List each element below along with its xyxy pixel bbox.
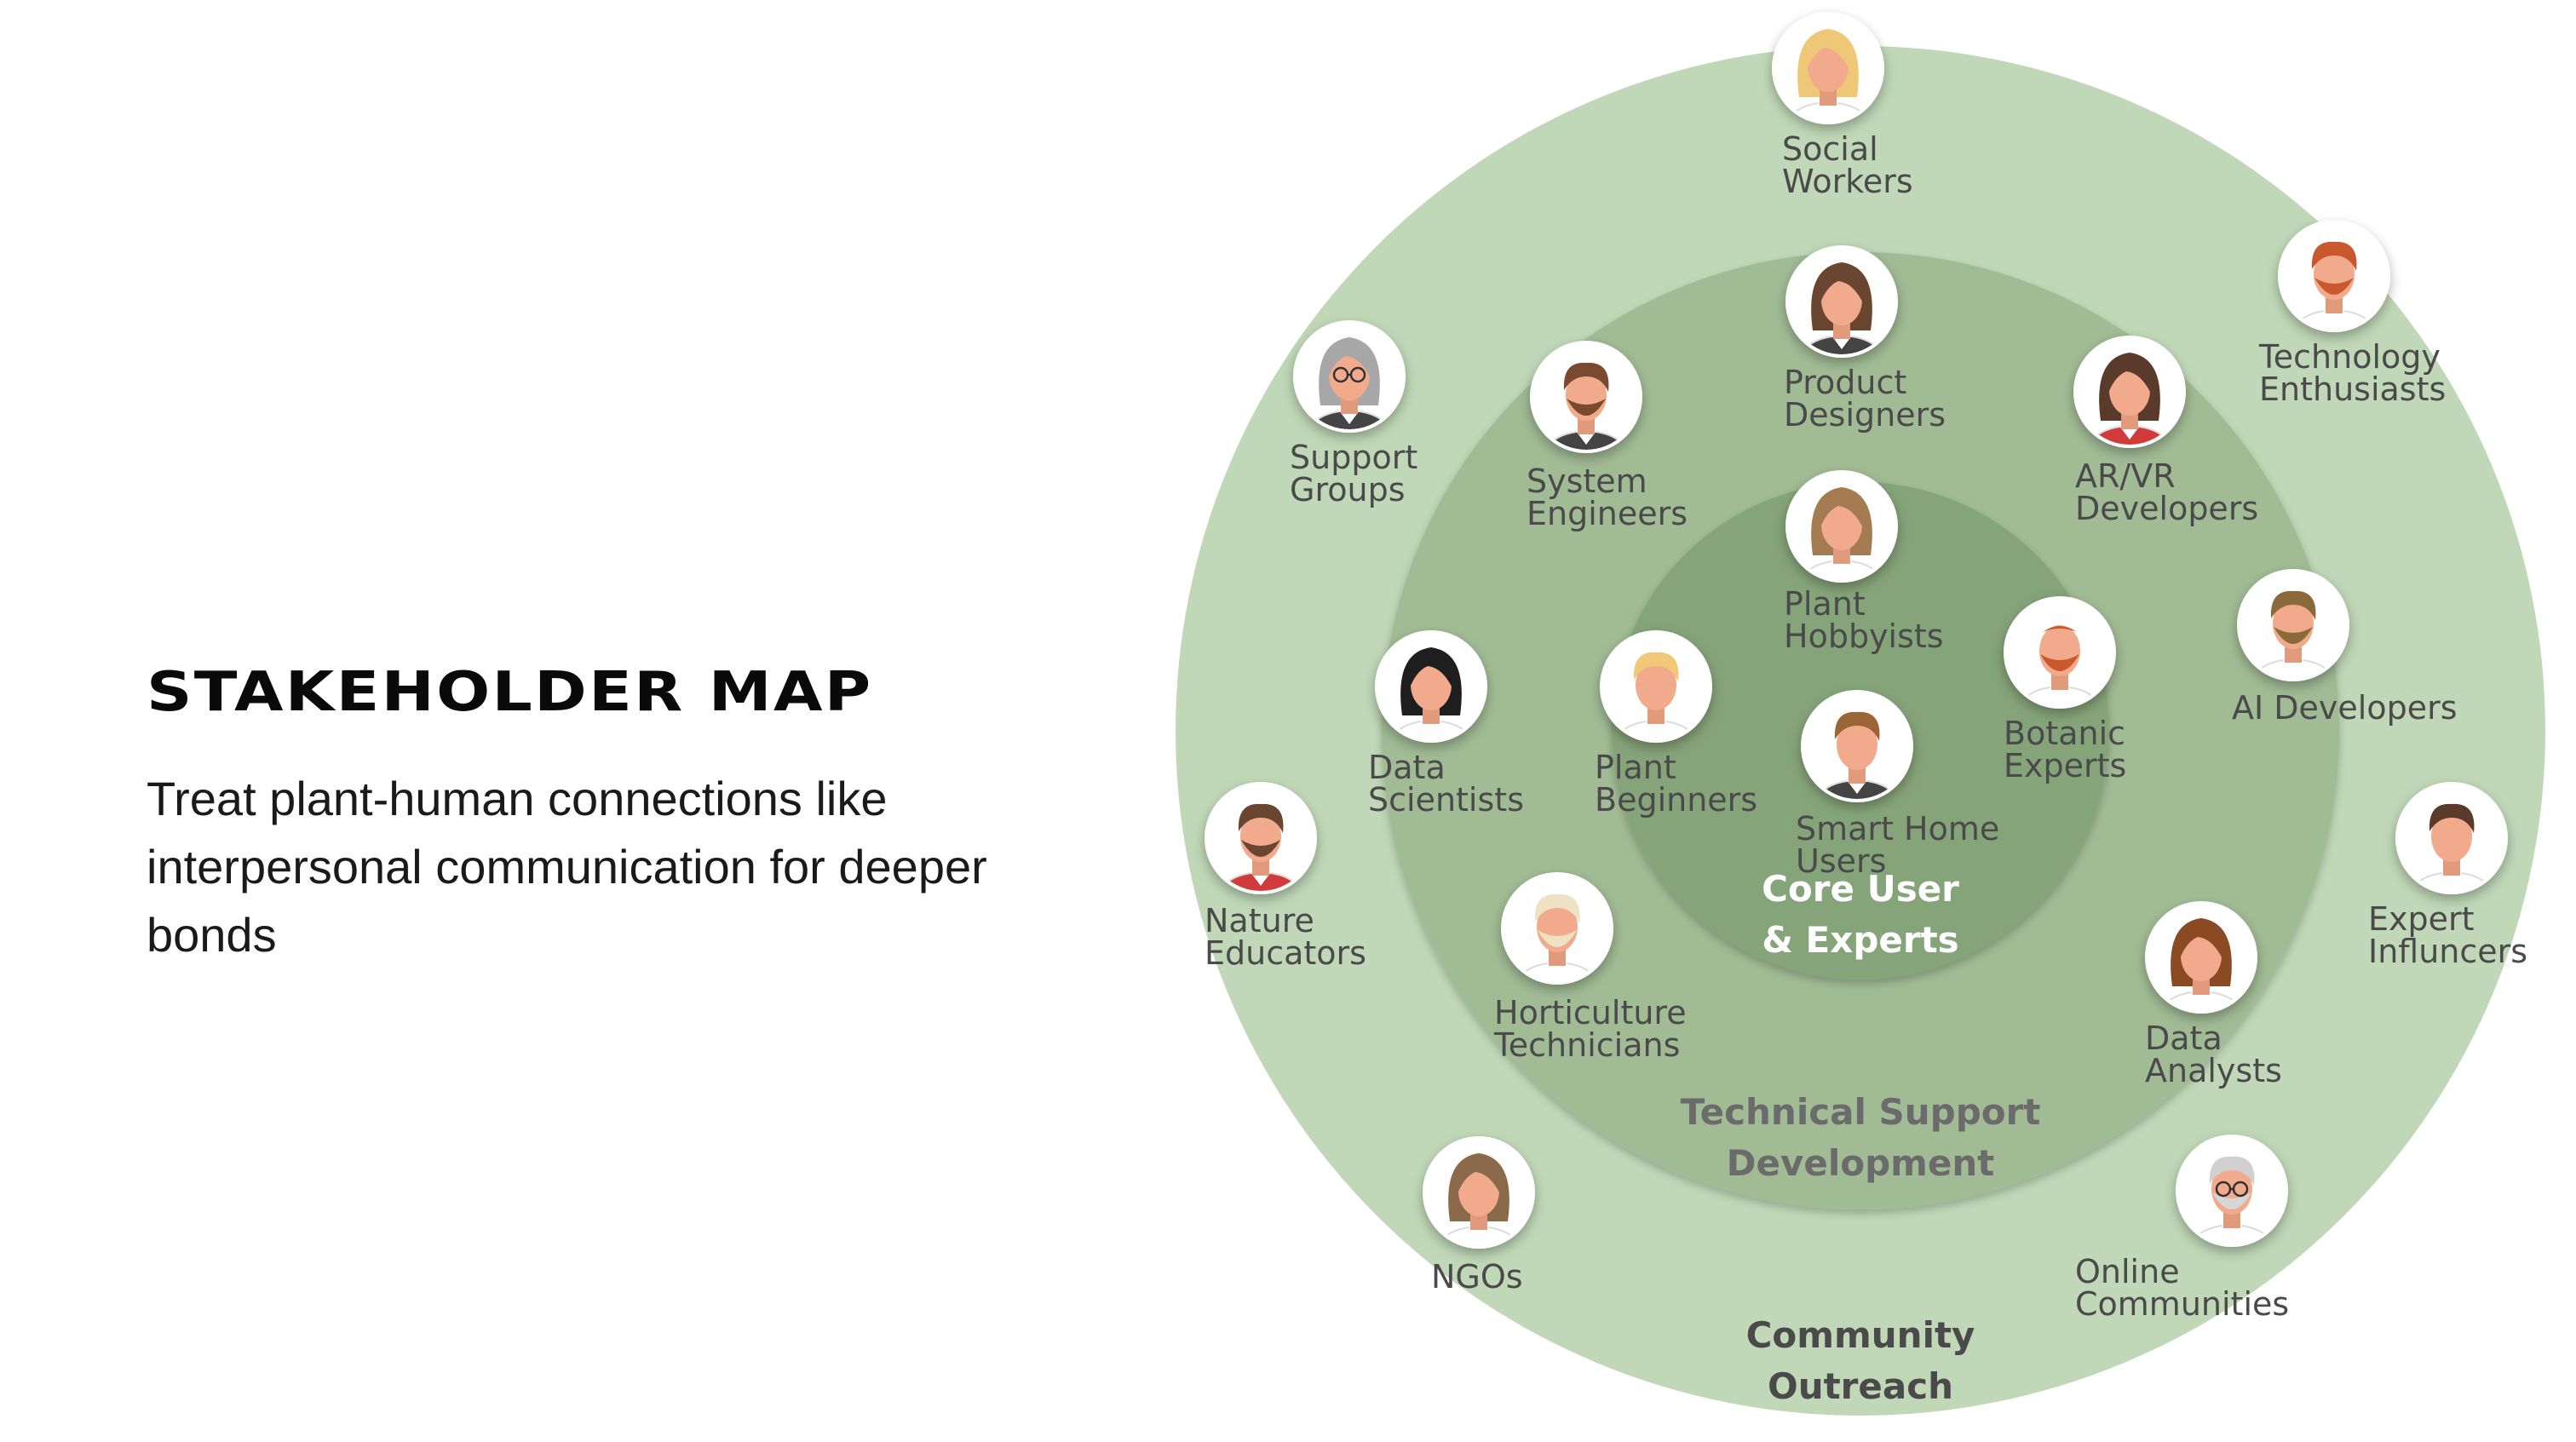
woman-black-hair-icon <box>1375 630 1487 743</box>
stakeholder-ai-developers[interactable]: AI Developers <box>2232 569 2458 727</box>
stakeholder-label-line: Smart Home <box>1796 810 1999 847</box>
stakeholder-label-line: AR/VR <box>2075 457 2176 495</box>
stakeholder-nature-educators[interactable]: Nature Educators <box>1205 782 1366 972</box>
stakeholder-botanic-experts[interactable]: Botanic Experts <box>2004 596 2126 784</box>
elder-woman-glasses-icon <box>1293 320 1406 433</box>
woman-light-brown-hair-icon <box>1785 470 1898 583</box>
stakeholder-data-scientists[interactable]: Data Scientists <box>1368 630 1524 819</box>
stakeholder-label-line: Horticulture <box>1494 994 1687 1031</box>
page-subtitle: Treat plant-human connections like inter… <box>147 772 987 962</box>
stakeholder-label-line: System <box>1527 462 1647 500</box>
stakeholder-label-line: NGOs <box>1431 1258 1523 1296</box>
stakeholder-label-line: Groups <box>1290 471 1406 508</box>
man-brown-hair-icon <box>1801 690 1913 802</box>
stakeholder-label-line: Technicians <box>1493 1026 1680 1064</box>
woman-bun-icon <box>2145 901 2257 1014</box>
stakeholder-label-line: Workers <box>1782 163 1913 200</box>
stakeholder-label-line: Scientists <box>1368 781 1524 819</box>
stakeholder-technology-enthusiasts[interactable]: Technology Enthusiasts <box>2258 220 2446 408</box>
stakeholder-label-line: Data <box>1368 749 1446 786</box>
stakeholder-label-line: Experts <box>2004 747 2126 784</box>
ring-label-community: Community Outreach <box>1746 1314 1975 1407</box>
stakeholder-label-line: Plant <box>1595 749 1676 786</box>
stakeholder-smart-home-users[interactable]: Smart Home Users <box>1796 690 1999 880</box>
stakeholder-label-line: Botanic <box>2004 715 2125 752</box>
stakeholder-label-line: Analysts <box>2145 1052 2282 1089</box>
stakeholder-label-line: Engineers <box>1527 495 1688 532</box>
ring-label-line: Community <box>1746 1314 1975 1356</box>
elder-man-beard-icon <box>1501 872 1613 985</box>
stakeholder-social-workers[interactable]: Social Workers <box>1772 12 1913 200</box>
stakeholder-label-line: Product <box>1784 364 1906 401</box>
woman-ponytail-icon <box>2073 336 2186 448</box>
woman-blonde-icon <box>1772 12 1884 124</box>
ring-label-line: Core User <box>1762 868 1959 910</box>
stakeholder-label-line: Beginners <box>1595 781 1757 819</box>
stakeholder-support-groups[interactable]: Support Groups <box>1290 320 1417 508</box>
man-beard-suit-icon <box>1530 341 1642 453</box>
stakeholder-plant-beginners[interactable]: Plant Beginners <box>1595 630 1757 819</box>
stakeholder-label-line: Data <box>2145 1020 2222 1057</box>
man-bald-beard-icon <box>2004 596 2116 709</box>
ring-label-line: Development <box>1727 1142 1995 1184</box>
stakeholder-label-line: Communities <box>2075 1285 2289 1323</box>
stakeholder-label-line: Plant <box>1784 585 1866 623</box>
stakeholder-label-line: Designers <box>1784 396 1946 434</box>
stakeholder-ar-vr-developers[interactable]: AR/VR Developers <box>2073 336 2258 527</box>
man-red-beard-icon <box>2278 220 2390 332</box>
stakeholder-ngos[interactable]: NGOs <box>1423 1136 1535 1296</box>
stakeholder-label-line: Technology <box>2258 338 2441 376</box>
ring-label-line: & Experts <box>1762 919 1958 961</box>
ring-label-technical: Technical Support Development <box>1681 1091 2041 1184</box>
stakeholder-data-analysts[interactable]: Data Analysts <box>2145 901 2282 1089</box>
stakeholder-label-line: Enthusiasts <box>2259 371 2446 408</box>
stakeholder-label-line: Support <box>1290 439 1417 476</box>
stakeholder-system-engineers[interactable]: System Engineers <box>1527 341 1688 532</box>
stakeholder-label-line: Expert <box>2368 900 2475 938</box>
stakeholder-label-line: Online <box>2075 1253 2180 1290</box>
stakeholder-label-line: Hobbyists <box>1784 618 1944 655</box>
stakeholder-expert-influencers[interactable]: Expert Influncers <box>2368 782 2527 970</box>
ring-label-line: Outreach <box>1768 1365 1953 1407</box>
page-title: STAKEHOLDER MAP <box>147 661 873 724</box>
man-brown-beard-icon <box>2237 569 2349 681</box>
stakeholder-label-line: Users <box>1796 842 1886 880</box>
stakeholder-label-line: Nature <box>1205 902 1314 939</box>
man-dark-hair-icon <box>2395 782 2508 894</box>
stakeholder-plant-hobbyists[interactable]: Plant Hobbyists <box>1784 470 1944 655</box>
stakeholder-horticulture-technicians[interactable]: Horticulture Technicians <box>1493 872 1687 1064</box>
stakeholder-label-line: AI Developers <box>2232 689 2458 727</box>
stakeholder-label-line: Developers <box>2075 490 2258 527</box>
stakeholder-label-line: Social <box>1782 130 1878 168</box>
man-beard-icon <box>1205 782 1317 894</box>
ring-label-core: Core User & Experts <box>1762 868 1959 961</box>
ring-label-line: Technical Support <box>1681 1091 2041 1133</box>
stakeholder-label-line: Influncers <box>2368 933 2527 970</box>
man-blonde-icon <box>1600 630 1712 743</box>
stakeholder-label-line: Educators <box>1205 934 1366 972</box>
